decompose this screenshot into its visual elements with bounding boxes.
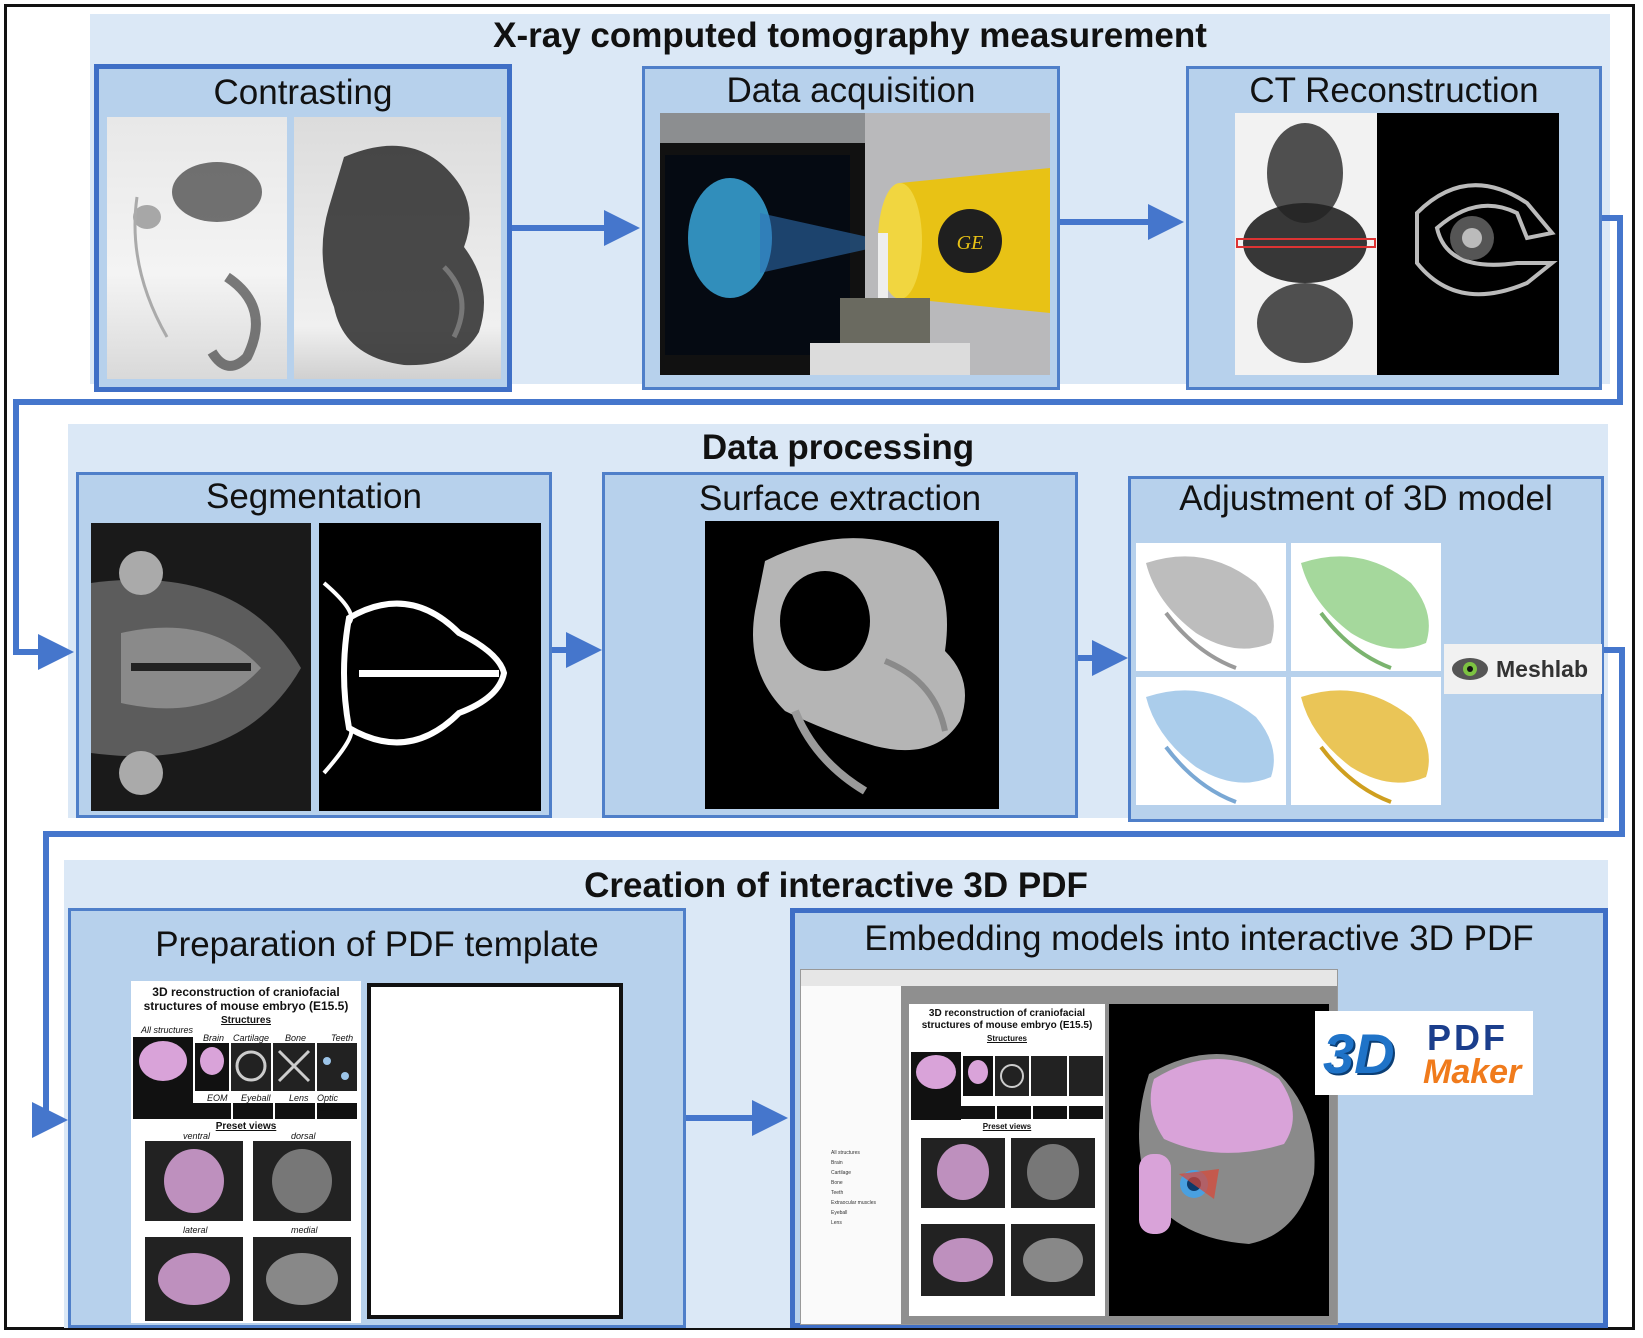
panel-acquisition: Data acquisition GE: [642, 66, 1060, 390]
model-gray: [1136, 543, 1286, 671]
doc-view-ventral: ventral: [183, 1131, 211, 1141]
viewer-3d-scene[interactable]: [1109, 1004, 1329, 1316]
pdf-blank-page: [367, 983, 623, 1319]
doc-view-lateral: lateral: [183, 1225, 208, 1235]
viewer-toolbar: [801, 970, 1337, 987]
viewer-tree-item[interactable]: Brain: [831, 1160, 843, 1166]
pdf-maker-logo: 3D PDF Maker: [1315, 1011, 1533, 1095]
doc-view-medial: medial: [291, 1225, 318, 1235]
doc-label-lens: Lens: [289, 1093, 309, 1103]
viewer-tree-item[interactable]: All structures: [831, 1150, 860, 1156]
ct-projection-image: [1235, 113, 1377, 375]
panel-surface-title: Surface extraction: [698, 479, 982, 518]
model-green: [1291, 543, 1441, 671]
ge-logo-text: GE: [957, 232, 984, 254]
model-blue: [1136, 677, 1286, 805]
ct-scanner-photo: GE: [660, 113, 1050, 375]
viewer-tree-item[interactable]: Cartilage: [831, 1170, 852, 1176]
pdf-maker-3d-mark: 3D: [1323, 1022, 1395, 1085]
viewer-sidebar: All structures Brain Cartilage Bone Teet…: [801, 986, 902, 1324]
surface-model-render: [705, 521, 999, 809]
doc-label-eom: EOM: [207, 1093, 228, 1103]
panel-adjustment: Adjustment of 3D model Meshlab: [1128, 476, 1604, 822]
section-pdf-title: Creation of interactive 3D PDF: [584, 866, 1088, 905]
panel-segmentation: Segmentation: [76, 472, 552, 818]
viewer-tree-item[interactable]: Extraocular muscles: [831, 1200, 877, 1206]
viewer-tree-item[interactable]: Bone: [831, 1180, 843, 1186]
ct-slice-image: [1377, 113, 1559, 375]
viewer-tree-item[interactable]: Teeth: [831, 1190, 844, 1196]
model-yellow: [1291, 677, 1441, 805]
panel-contrasting: Contrasting: [94, 64, 512, 392]
panel-surface: Surface extraction: [602, 472, 1078, 818]
contrast-image-light: [107, 117, 287, 379]
panel-segmentation-title: Segmentation: [206, 477, 422, 516]
panel-contrasting-title: Contrasting: [213, 73, 393, 112]
section-processing-title: Data processing: [701, 428, 975, 467]
segmentation-ct-slice: [91, 523, 311, 811]
figure-frame: [4, 4, 1635, 1330]
panel-acquisition-title: Data acquisition: [726, 71, 976, 110]
viewer-tree-item[interactable]: Lens: [831, 1220, 842, 1226]
pdf-viewer-screenshot: All structures Brain Cartilage Bone Teet…: [800, 969, 1338, 1325]
panel-reconstruction-title: CT Reconstruction: [1249, 71, 1539, 110]
viewer-preset-heading: Preset views: [982, 1122, 1032, 1131]
panel-template: Preparation of PDF template 3D reconstru…: [68, 908, 686, 1328]
section-ct-title: X-ray computed tomography measurement: [493, 16, 1207, 55]
doc-view-dorsal: dorsal: [291, 1131, 316, 1141]
panel-reconstruction: CT Reconstruction: [1186, 66, 1602, 390]
panel-embedding-title: Embedding models into interactive 3D PDF: [864, 919, 1534, 958]
pdf-template-page: 3D reconstruction of craniofacial struct…: [131, 981, 361, 1323]
segmentation-mask: [319, 523, 541, 811]
meshlab-eye-icon: [1452, 658, 1488, 680]
doc-preset-heading: Preset views: [215, 1121, 277, 1132]
panel-adjustment-title: Adjustment of 3D model: [1179, 479, 1553, 518]
doc-label-eyeball: Eyeball: [241, 1093, 271, 1103]
pdf-maker-maker-word: Maker: [1423, 1053, 1522, 1091]
panel-embedding: Embedding models into interactive 3D PDF…: [790, 908, 1608, 1328]
viewer-page: 3D reconstruction of craniofacial struct…: [909, 1004, 1105, 1316]
doc-label-optic: Optic nerve: [317, 1093, 340, 1113]
meshlab-label: Meshlab: [1496, 655, 1589, 682]
viewer-tree-item[interactable]: Eyeball: [831, 1210, 848, 1216]
meshlab-logo: Meshlab: [1444, 644, 1602, 694]
contrast-image-dark: [294, 117, 501, 379]
panel-template-title: Preparation of PDF template: [155, 925, 599, 964]
